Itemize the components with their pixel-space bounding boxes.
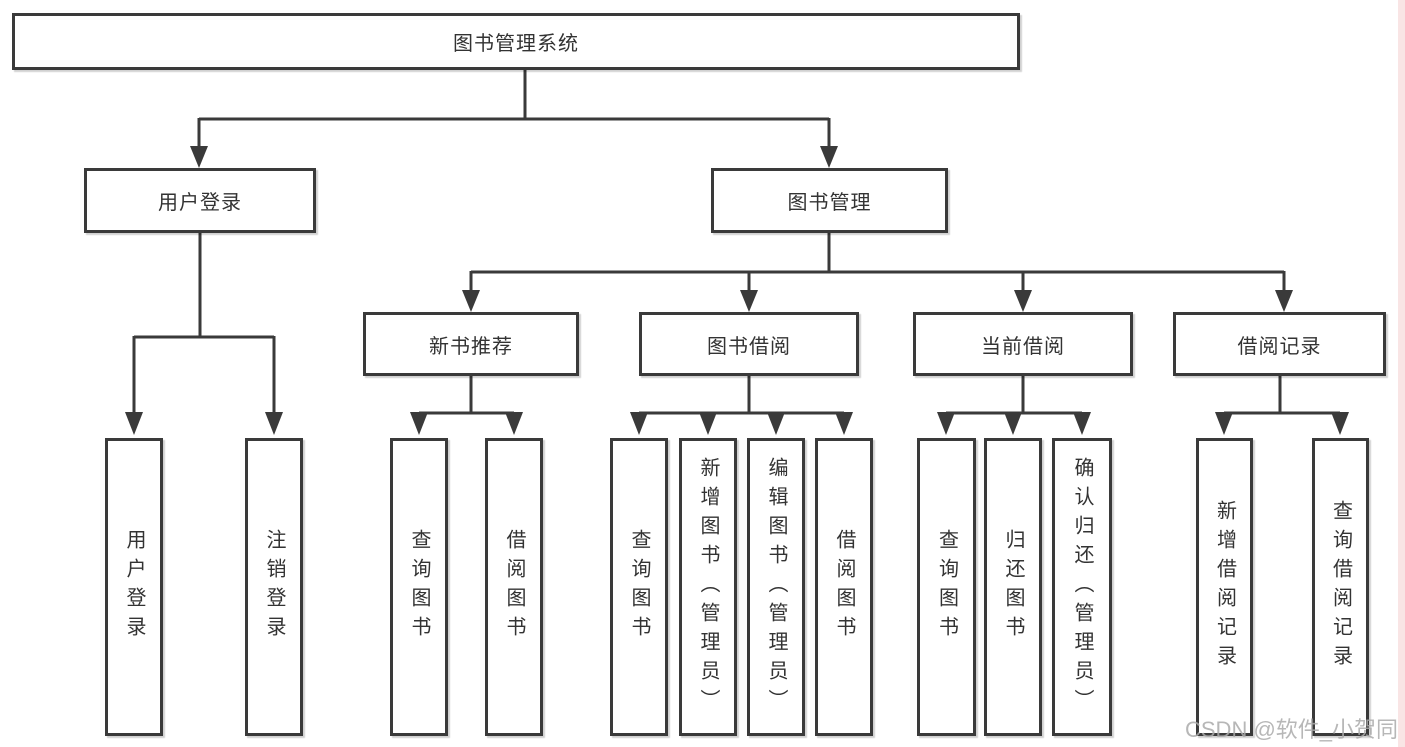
node-book-borrowing: 图书借阅 [639, 312, 859, 376]
leaf-logout: 注销登录 [245, 438, 303, 736]
right-edge-strip [1398, 0, 1405, 747]
watermark: CSDN @软件_小贺同学 [1185, 717, 1405, 742]
leaf-br-query-record: 查询借阅记录 [1312, 438, 1369, 736]
leaf-nbr-query-books: 查询图书 [390, 438, 448, 736]
node-current-borrowing: 当前借阅 [913, 312, 1133, 376]
leaf-bb-borrow-books: 借阅图书 [815, 438, 873, 736]
leaf-cb-return-books: 归还图书 [984, 438, 1042, 736]
leaf-bb-edit-book-admin: 编辑图书（管理员） [747, 438, 805, 736]
leaf-cb-query-books: 查询图书 [917, 438, 976, 736]
node-borrowing-records: 借阅记录 [1173, 312, 1386, 376]
leaf-user-login: 用户登录 [105, 438, 163, 736]
leaf-cb-confirm-return-admin: 确认归还（管理员） [1052, 438, 1112, 736]
leaf-bb-query-books: 查询图书 [610, 438, 668, 736]
node-new-book-recommend: 新书推荐 [363, 312, 579, 376]
leaf-bb-add-book-admin: 新增图书（管理员） [679, 438, 737, 736]
node-library-system: 图书管理系统 [12, 13, 1020, 70]
node-user-login: 用户登录 [84, 168, 316, 233]
node-book-management: 图书管理 [711, 168, 948, 233]
leaf-br-add-record: 新增借阅记录 [1196, 438, 1253, 736]
leaf-nbr-borrow-books: 借阅图书 [485, 438, 543, 736]
